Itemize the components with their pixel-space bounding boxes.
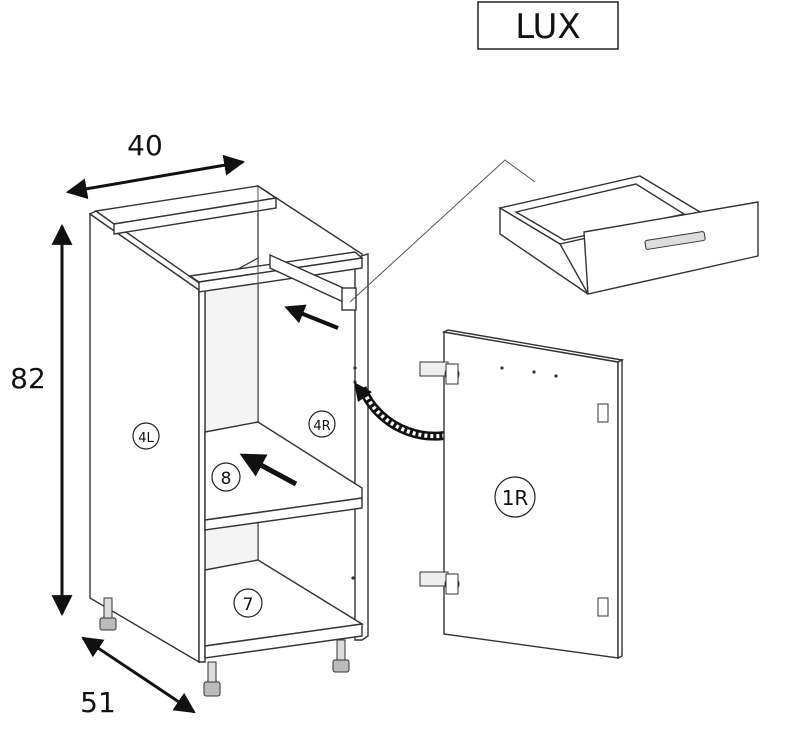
part-label-right-side: 4R [308, 410, 336, 438]
hole-icon [500, 366, 504, 370]
drawer-detail [498, 175, 759, 295]
title-box: LUX [477, 1, 619, 50]
part-label-door-text: 1R [502, 486, 529, 510]
dimension-height: 82 [10, 223, 73, 617]
drawer-front [583, 201, 759, 295]
front-left-edge [198, 285, 206, 663]
part-label-shelf: 8 [211, 462, 241, 492]
drawer-callout-line [349, 159, 536, 303]
runner-arrow-icon [284, 304, 339, 330]
shelf-insert-arrow-icon [239, 453, 298, 487]
width-arrow-icon [65, 154, 246, 200]
part-label-bottom: 7 [233, 588, 263, 618]
part-label-shelf-text: 8 [221, 469, 232, 489]
right-front-edge [354, 253, 369, 641]
door-bumper-icon [597, 597, 609, 617]
hole-icon [351, 576, 355, 580]
top-rail-back-face [113, 197, 277, 235]
drawer-inner [514, 183, 686, 241]
door-side-edge [617, 358, 623, 660]
top-rail-front-face [198, 257, 363, 293]
part-label-right-text: 4R [313, 419, 330, 434]
leg-icon [99, 597, 117, 631]
depth-arrow-icon [81, 636, 196, 714]
dimension-depth: 51 [80, 636, 196, 719]
bottom-front-edge [204, 623, 363, 659]
hinge-icon [419, 361, 460, 385]
hinge-icon [419, 571, 460, 595]
hole-icon [554, 374, 558, 378]
part-label-left-text: 4L [138, 431, 154, 446]
drawer-handle-icon [644, 231, 706, 250]
part-label-bottom-text: 7 [243, 595, 254, 615]
title-frame [477, 1, 619, 50]
title-label: LUX [515, 7, 580, 47]
width-label: 40 [127, 129, 163, 162]
part-label-door: 1R [494, 476, 536, 518]
leg-icon [203, 661, 221, 697]
dimension-width: 40 [65, 129, 246, 200]
shelf-front-edge [204, 497, 363, 531]
part-label-left-side: 4L [132, 422, 160, 450]
door-panel-group: 1R [419, 329, 625, 660]
door-bumper-icon [597, 403, 609, 423]
door-mount-arrowhead-icon [354, 382, 372, 402]
hole-icon [532, 370, 536, 374]
height-label: 82 [10, 362, 46, 395]
hole-icon [353, 366, 357, 370]
shelf-panel [204, 421, 363, 521]
runner-bracket-icon [341, 287, 357, 311]
cabinet-legs [99, 597, 350, 697]
depth-label: 51 [80, 686, 116, 719]
leg-icon [332, 639, 350, 673]
